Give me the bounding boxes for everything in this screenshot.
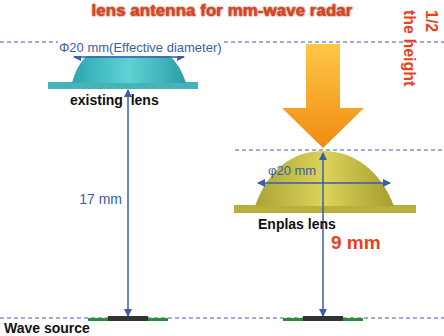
- dimension-arrow: [322, 153, 324, 316]
- dimension-arrow: [258, 182, 390, 184]
- enplas-lens: [255, 151, 394, 206]
- lens-flange: [234, 205, 416, 213]
- lens-flange: [48, 82, 198, 89]
- note-text: 1/2: [422, 10, 440, 32]
- dimension-arrow: [74, 56, 184, 58]
- dimension-label: Φ20 mm(Effective diameter): [58, 41, 223, 56]
- part-label: existing lens: [70, 92, 159, 108]
- part-label: Enplas lens: [258, 216, 336, 232]
- reduction-arrow: [282, 44, 364, 148]
- note-text: the height: [400, 10, 418, 86]
- dimension-arrow: [127, 90, 129, 316]
- wave-source: [108, 316, 148, 321]
- dimension-label: φ20 mm: [268, 164, 316, 179]
- reference-line: [0, 318, 444, 319]
- wave-source: [303, 316, 343, 321]
- reference-line: [235, 150, 444, 151]
- part-label: Wave source: [4, 320, 90, 336]
- dimension-label: 17 mm: [79, 191, 122, 207]
- dimension-label: 9 mm: [331, 232, 381, 254]
- title: lens antenna for mm-wave radar: [0, 1, 444, 21]
